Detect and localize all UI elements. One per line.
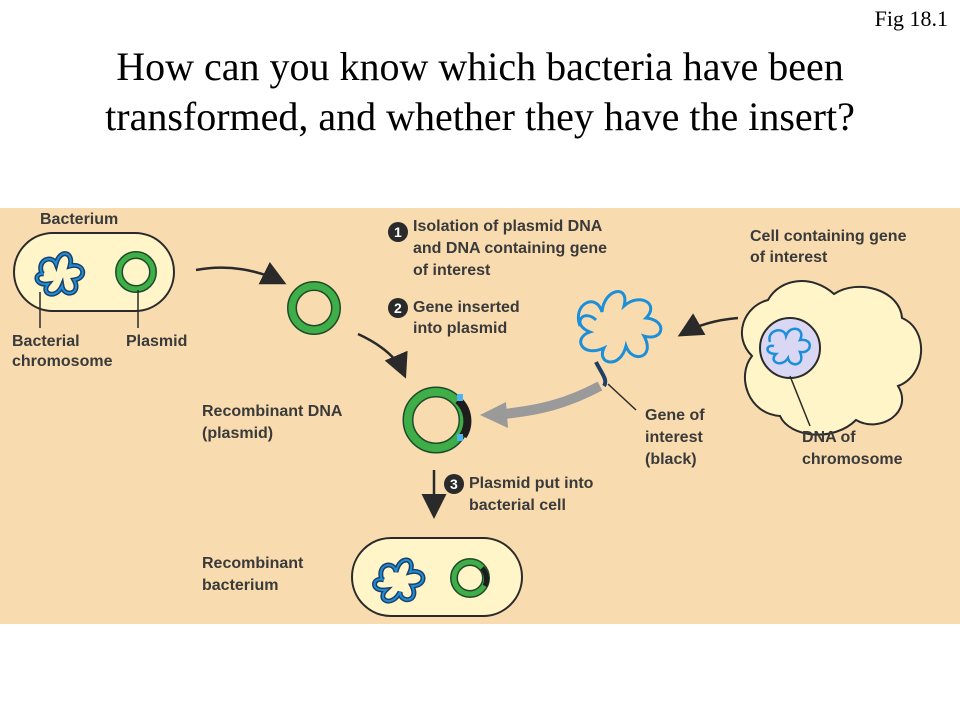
label-recombinant-bacterium-1: Recombinant (202, 555, 304, 572)
step-1-line-2: and DNA containing gene (413, 240, 607, 257)
step-1-badge (388, 222, 408, 242)
chromosome-dna-pointer (789, 375, 811, 427)
label-cell-containing-gene-1: Cell containing gene (750, 228, 907, 245)
recombinant-bacterium-cell (351, 537, 523, 617)
label-recombinant-dna-2: (plasmid) (202, 425, 273, 442)
label-gene-of-interest-2: interest (645, 429, 703, 446)
cloning-diagram-panel: Bacterium Bacterial chromosome Plasmid 1… (0, 208, 960, 624)
cloning-diagram: Bacterium Bacterial chromosome Plasmid 1… (12, 211, 923, 617)
label-dna-of-chromosome-1: DNA of (802, 429, 856, 446)
label-bacterial-chromosome-1: Bacterial (12, 333, 80, 350)
inserted-gene-segment (455, 397, 472, 439)
label-cell-containing-gene-2: of interest (750, 249, 828, 266)
label-plasmid: Plasmid (126, 333, 187, 350)
step-1-line-3: of interest (413, 262, 491, 279)
step-3-line-2: bacterial cell (469, 497, 566, 514)
donor-chromosome-dna (766, 327, 811, 366)
slide-title: How can you know which bacteria have bee… (0, 42, 960, 142)
plasmid-ring-fill (116, 252, 156, 292)
step-2-number: 2 (394, 300, 402, 316)
arrow-isolate-plasmid (195, 261, 287, 285)
label-recombinant-dna-1: Recombinant DNA (202, 403, 343, 420)
step-2-badge (388, 298, 408, 318)
gene-of-interest-dna (576, 290, 663, 364)
label-gene-of-interest-1: Gene of (645, 407, 705, 424)
insert-junction-bottom (457, 434, 463, 441)
step-1-number: 1 (394, 224, 402, 240)
label-bacterium: Bacterium (40, 211, 118, 228)
step-2-line-2: into plasmid (413, 320, 507, 337)
label-dna-of-chromosome-2: chromosome (802, 451, 903, 468)
arrow-insert-gene (503, 381, 603, 419)
gene-of-interest-black-segment (594, 361, 608, 388)
step-1-line-1: Isolation of plasmid DNA (413, 218, 603, 235)
recombinant-plasmid-fill (404, 388, 468, 452)
step-2-line-1: Gene inserted (413, 299, 520, 316)
bacterial-chromosome-dna-highlight (36, 252, 84, 296)
step-3-badge (444, 474, 464, 494)
figure-number: Fig 18.1 (874, 6, 948, 31)
insert-junction-top (457, 394, 463, 401)
label-recombinant-bacterium-2: bacterium (202, 577, 278, 594)
label-bacterial-chromosome-2: chromosome (12, 353, 113, 370)
arrow-to-recombinant (357, 332, 408, 379)
label-gene-of-interest-3: (black) (645, 451, 697, 468)
recombinant-bacterium-insert (480, 566, 490, 588)
title-line-2: transformed, and whether they have the i… (105, 94, 855, 139)
title-line-1: How can you know which bacteria have bee… (116, 44, 844, 89)
step-3-number: 3 (450, 476, 458, 492)
isolated-plasmid-fill (288, 282, 340, 334)
recombinant-chromosome-dna-highlight (373, 559, 424, 603)
arrow-insert-gene-head (480, 402, 508, 428)
step-3-line-1: Plasmid put into (469, 475, 594, 492)
gene-pointer (607, 383, 637, 411)
arrow-extract-gene (677, 313, 739, 337)
